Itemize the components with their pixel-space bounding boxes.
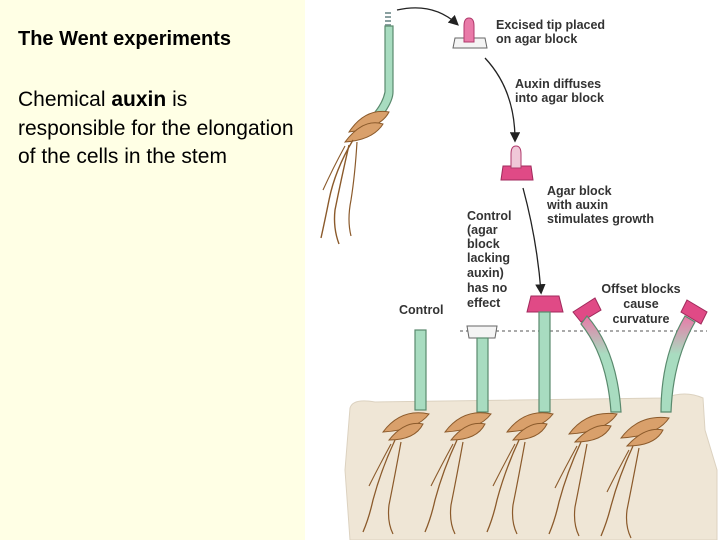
label-control-agar-line5: auxin)	[467, 266, 504, 280]
label-offset-line3: curvature	[613, 312, 670, 326]
slide-title: The Went experiments	[18, 28, 232, 50]
agar-with-auxin	[500, 145, 534, 181]
seedling-control	[362, 329, 430, 535]
arrow-tip-to-agar	[396, 7, 459, 26]
label-agar-block-line1: Agar block	[547, 184, 612, 198]
slide-body-text: Chemical auxin is responsible for the el…	[18, 86, 298, 172]
arrow-to-diffusion	[484, 57, 521, 143]
went-experiment-diagram: Excised tip placed on agar block Auxin d…	[305, 0, 720, 540]
label-control: Control	[399, 303, 443, 317]
arrow-to-auxin-block	[522, 187, 546, 295]
label-agar-block-line3: stimulates growth	[547, 212, 654, 226]
label-control-agar-line2: (agar	[467, 223, 498, 237]
seedling-auxin-agar	[486, 295, 564, 535]
body-text-prefix: Chemical	[18, 88, 112, 111]
decapitated-seedling	[320, 12, 394, 245]
seedling-plain-agar	[424, 325, 498, 535]
label-offset-line1: Offset blocks	[601, 282, 680, 296]
label-control-agar-line6: has no	[467, 281, 508, 295]
auxin-keyword: auxin	[111, 88, 167, 111]
label-control-agar-line1: Control	[467, 209, 511, 223]
label-excised-tip-line1: Excised tip placed	[496, 18, 605, 32]
label-offset-line2: cause	[623, 297, 658, 311]
seedling-offset-right	[600, 299, 708, 539]
label-auxin-diffuses-line1: Auxin diffuses	[515, 77, 601, 91]
label-control-agar-line7: effect	[467, 296, 501, 310]
label-agar-block-line2: with auxin	[546, 198, 608, 212]
label-auxin-diffuses-line2: into agar block	[515, 91, 604, 105]
text-panel: The Went experiments Chemical auxin is r…	[0, 0, 305, 540]
label-control-agar-line4: lacking	[467, 251, 510, 265]
label-excised-tip-line2: on agar block	[496, 32, 577, 46]
excised-tip-on-agar	[452, 17, 488, 49]
label-control-agar-line3: block	[467, 237, 500, 251]
seedling-offset-left	[548, 297, 622, 537]
body-text-suffix: is responsible for the elongation of the…	[18, 88, 294, 168]
